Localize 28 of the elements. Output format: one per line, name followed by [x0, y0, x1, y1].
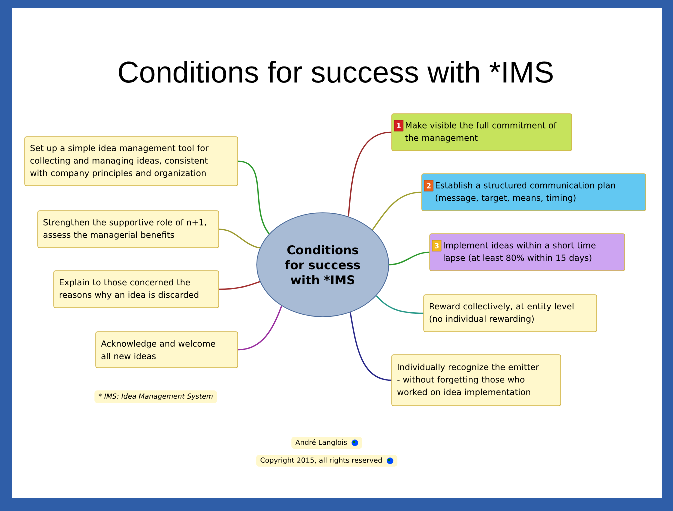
node-text: Strengthen the supportive role of n+1, assess the managerial benefits: [44, 219, 206, 240]
node-text: Establish a structured communication plan (message, target, means, timing): [436, 182, 616, 203]
branch-line: [219, 281, 260, 290]
branch-line: [348, 132, 392, 217]
topic-box: [392, 354, 562, 406]
node-text: Individually recognize the emitter - without forgetting those who worked on idea implementation: [398, 364, 540, 398]
topic-box: [422, 174, 646, 212]
topic-box: [24, 136, 238, 186]
topic-box: [424, 294, 598, 332]
topic-box: [54, 270, 220, 308]
node-text: Explain to those concerned the reasons why an idea is discarded: [60, 279, 199, 300]
topic-box: [38, 210, 220, 248]
branch-line: [372, 192, 422, 231]
node-text: Acknowledge and welcome all new ideas: [101, 340, 216, 360]
node-text: Reward collectively, at entity level (no individual rewarding): [430, 303, 574, 324]
branch-line: [238, 306, 282, 351]
topic-box: [392, 114, 572, 152]
topic-box: [96, 332, 238, 368]
node-text: Implement ideas within a short time lapse (at least 80% within 15 days): [444, 242, 596, 263]
branch-line: [350, 312, 392, 382]
branch-line: [376, 296, 424, 314]
branch-line: [219, 228, 260, 249]
node-text: Set up a simple idea management tool for collecting and managing ideas, consistent with company principles and organization: [30, 144, 209, 178]
node-text: Make visible the full commitment of the management: [405, 122, 557, 143]
branch-line: [238, 160, 270, 234]
title: Conditions for success with *IMS: [119, 60, 553, 84]
topic-box: [430, 234, 626, 272]
branch-line: [389, 252, 430, 266]
